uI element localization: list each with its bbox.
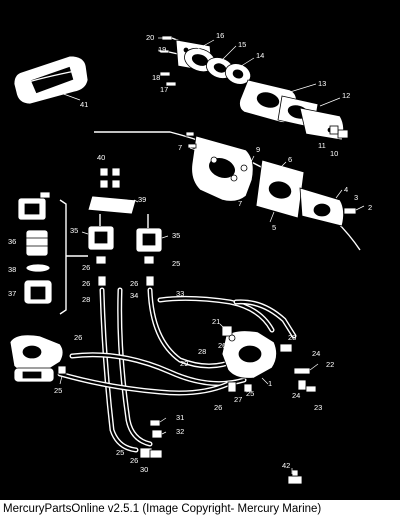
callout-28b: 28	[288, 333, 296, 342]
callout-25a: 25	[172, 259, 180, 268]
callout-11: 11	[318, 141, 326, 150]
callout-17: 17	[160, 85, 168, 94]
callout-30: 30	[140, 465, 148, 474]
callout-26e: 26	[74, 333, 82, 342]
callout-19: 19	[158, 45, 166, 54]
callout-2: 2	[368, 203, 372, 212]
callout-7b: 7	[238, 199, 242, 208]
copyright-caption: MercuryPartsOnline v2.5.1 (Image Copyrig…	[0, 500, 400, 518]
callout-25b: 25	[54, 386, 62, 395]
callout-12: 12	[342, 91, 350, 100]
callout-27: 27	[234, 395, 242, 404]
primer-bulb-assembly	[9, 334, 67, 385]
fuel-hoses	[57, 287, 297, 453]
pump-housing-assembly	[185, 125, 365, 227]
callout-26d: 26	[218, 341, 226, 350]
callout-26c: 26	[130, 279, 138, 288]
callout-34: 34	[130, 291, 138, 300]
callout-3: 3	[354, 193, 358, 202]
callout-5: 5	[272, 223, 276, 232]
callout-15: 15	[238, 40, 246, 49]
callout-31: 31	[176, 413, 184, 422]
callout-9: 9	[256, 145, 260, 154]
fuel-pump-assembly	[219, 323, 319, 393]
callout-24b: 24	[292, 391, 300, 400]
exploded-parts-diagram: 20 19 16 15 14 18 17 41 13 12 7 9 11 10 …	[8, 31, 372, 485]
callout-16: 16	[216, 31, 224, 40]
callout-37: 37	[8, 289, 16, 298]
callout-6: 6	[288, 155, 292, 164]
callout-41: 41	[80, 100, 88, 109]
callout-14: 14	[256, 51, 264, 60]
callout-26f: 26	[214, 403, 222, 412]
callout-35b: 35	[172, 231, 180, 240]
fuel-filter-detail	[17, 191, 88, 315]
callout-21: 21	[212, 317, 220, 326]
callout-26g: 26	[130, 456, 138, 465]
callout-7a: 7	[178, 143, 182, 152]
callout-labels: 20 19 16 15 14 18 17 41 13 12 7 9 11 10 …	[8, 31, 372, 474]
small-fittings	[139, 417, 303, 485]
callout-28c: 28	[198, 347, 206, 356]
callout-23: 23	[314, 403, 322, 412]
callout-8: 8	[222, 191, 226, 200]
callout-29: 29	[180, 359, 188, 368]
callout-20: 20	[146, 33, 154, 42]
callout-32: 32	[176, 427, 184, 436]
callout-36: 36	[8, 237, 16, 246]
callout-26b: 26	[82, 279, 90, 288]
callout-26a: 26	[82, 263, 90, 272]
callout-4: 4	[344, 185, 348, 194]
callout-35a: 35	[70, 226, 78, 235]
callout-28a: 28	[82, 295, 90, 304]
callout-24a: 24	[312, 349, 320, 358]
callout-39: 39	[138, 195, 146, 204]
callout-25c: 25	[246, 389, 254, 398]
callout-33: 33	[176, 289, 184, 298]
callout-38: 38	[8, 265, 16, 274]
fuel-filter-pair	[81, 167, 169, 287]
callout-1: 1	[268, 379, 272, 388]
upper-exploded-assembly	[157, 35, 349, 141]
callout-42: 42	[282, 461, 290, 470]
callout-25d: 25	[116, 448, 124, 457]
part-41-sleeve	[13, 55, 89, 105]
callout-18: 18	[152, 73, 160, 82]
callout-22: 22	[326, 360, 334, 369]
callout-10: 10	[330, 149, 338, 158]
callout-40: 40	[97, 153, 105, 162]
callout-13: 13	[318, 79, 326, 88]
